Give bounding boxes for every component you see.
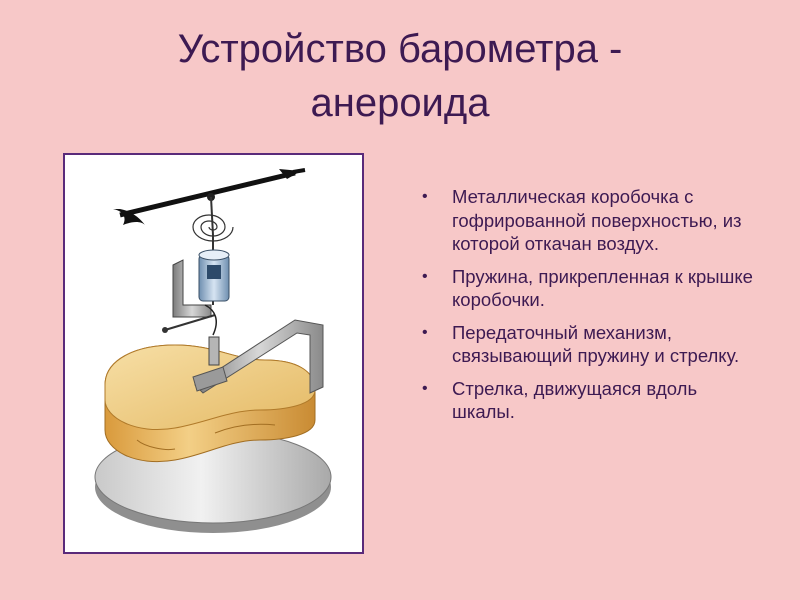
corrugated-box <box>104 344 316 462</box>
bullet-list: • Металлическая коробочка с гофрированной… <box>422 185 762 433</box>
bullet-text: Передаточный механизм, связывающий пружи… <box>452 321 740 367</box>
aneroid-barometer-drawing <box>94 168 332 533</box>
bullet-item: • Пружина, прикрепленная к крышке коробоч… <box>422 265 762 312</box>
spring-clamp <box>192 319 324 394</box>
bullet-item: • Передаточный механизм, связывающий пруж… <box>422 321 762 368</box>
transmission-mechanism <box>162 235 230 366</box>
bullet-text: Пружина, прикрепленная к крышке коробочк… <box>452 265 753 311</box>
bullet-text: Металлическая коробочка с гофрированной … <box>452 186 742 254</box>
bullet-item: • Металлическая коробочка с гофрированной… <box>422 185 762 256</box>
hairspring <box>192 214 234 242</box>
bullet-glyph: • <box>422 379 428 397</box>
slide-title-line-1: Устройство барометра - <box>177 27 623 71</box>
slide-title: Устройство барометра - анероида <box>0 22 800 130</box>
slide-title-line-2: анероида <box>310 81 490 125</box>
pointer-arrow <box>113 168 306 236</box>
barometer-illustration <box>63 153 364 554</box>
bullet-glyph: • <box>422 323 428 341</box>
bullet-glyph: • <box>422 267 428 285</box>
bullet-item: • Стрелка, движущаяся вдоль шкалы. <box>422 377 762 424</box>
bullet-text: Стрелка, движущаяся вдоль шкалы. <box>452 377 698 423</box>
bullet-glyph: • <box>422 188 428 205</box>
